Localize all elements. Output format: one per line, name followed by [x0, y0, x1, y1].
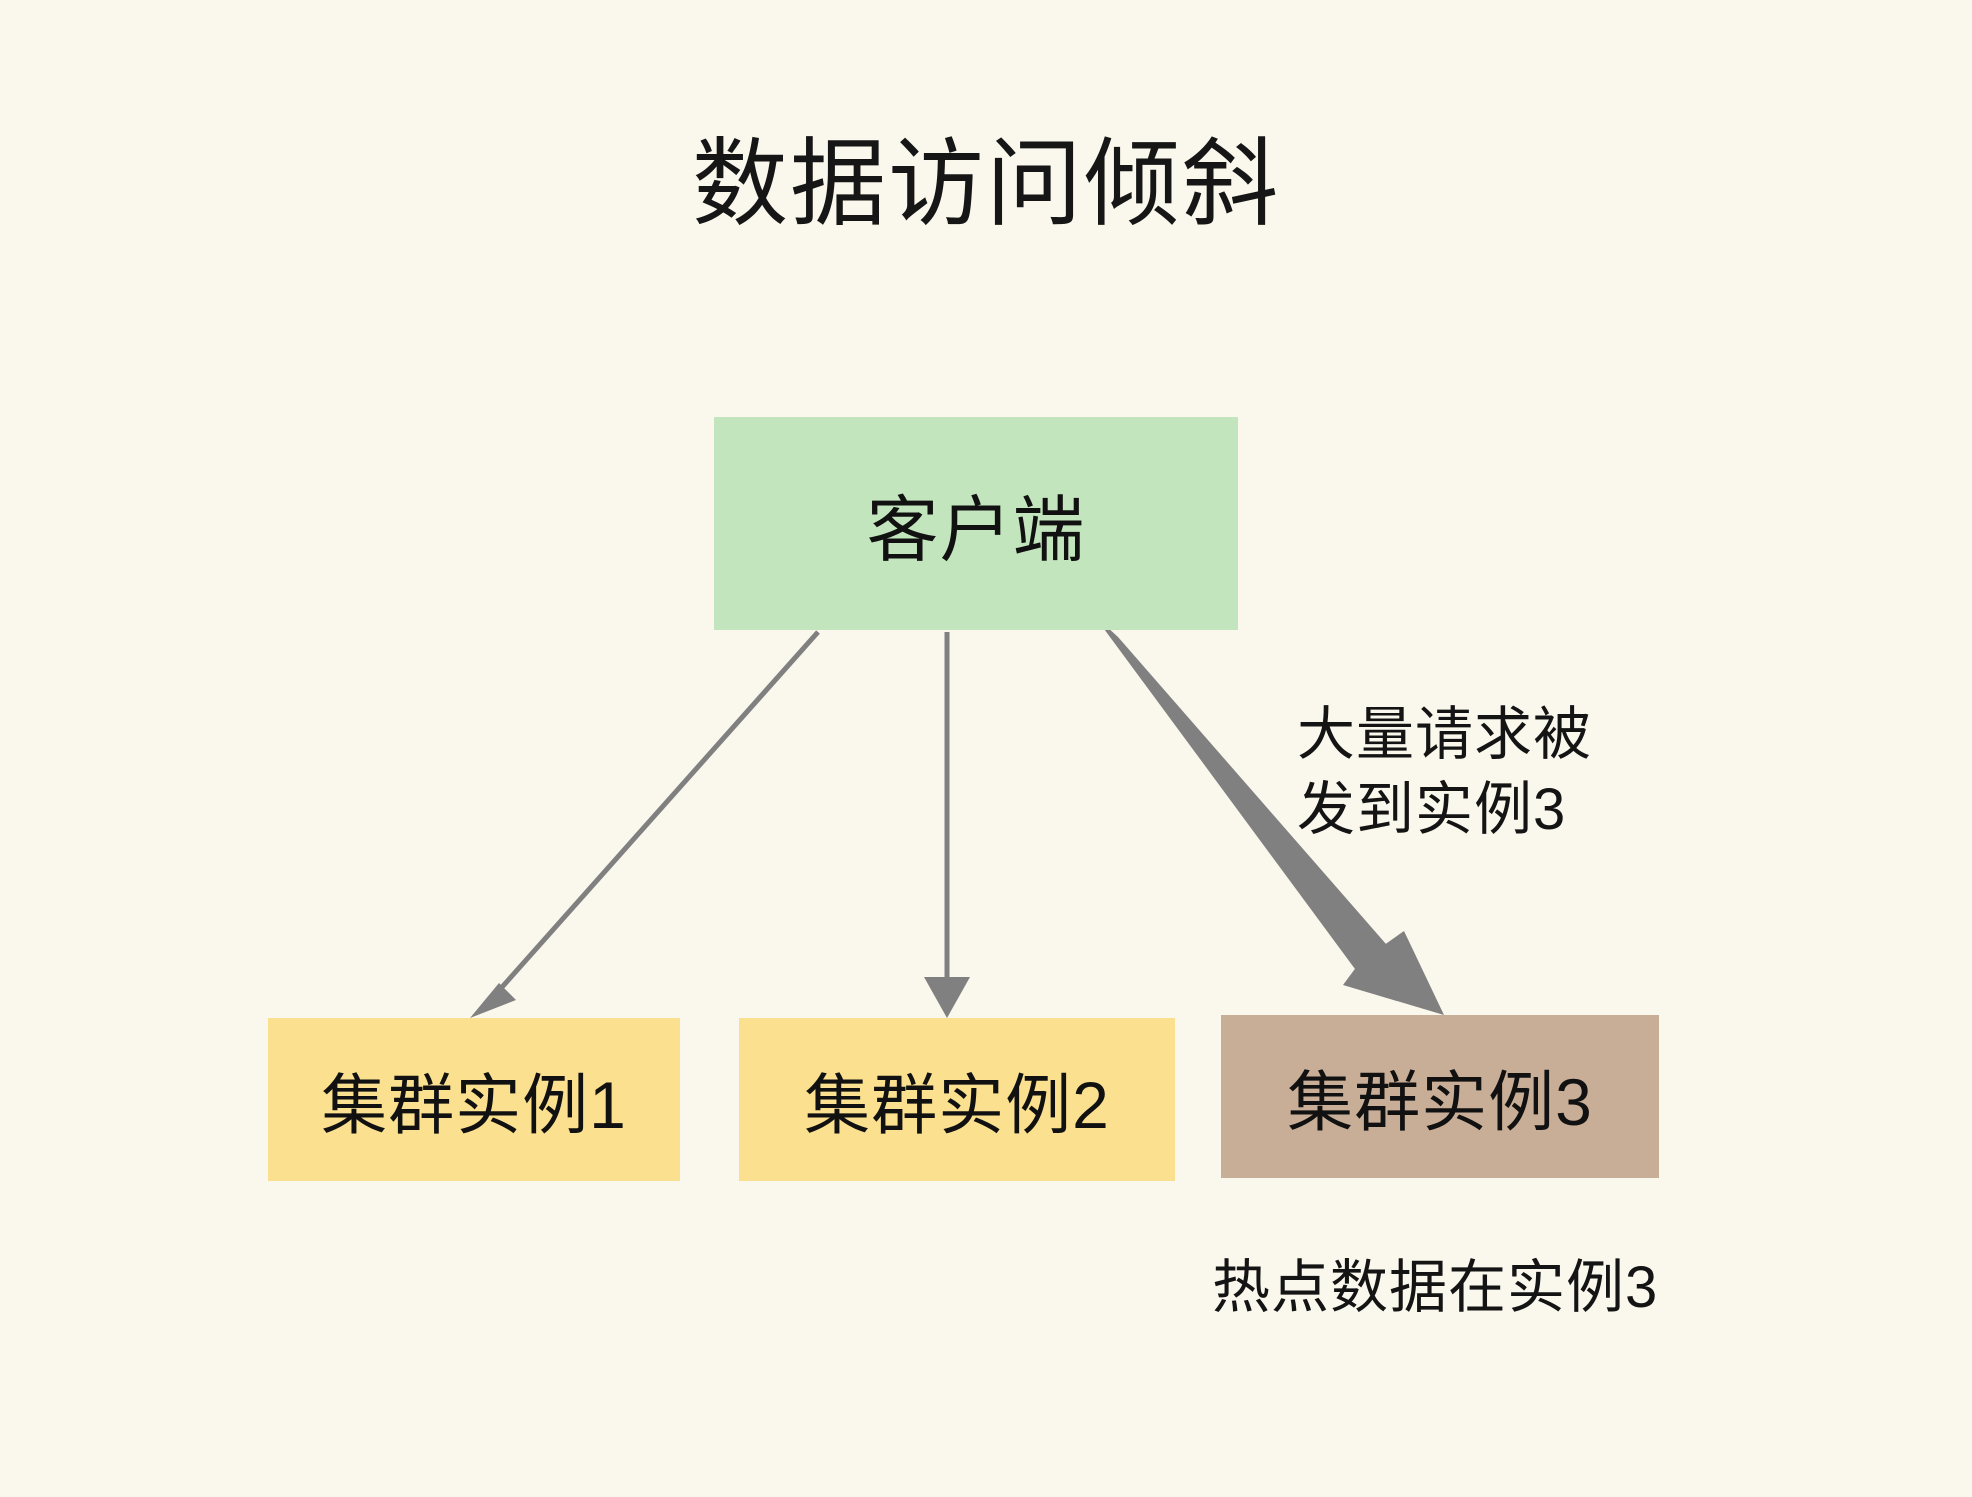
edge-label-heavy-traffic: 大量请求被 发到实例3 — [1297, 702, 1593, 843]
node-instance-2-label: 集群实例2 — [804, 1067, 1110, 1142]
arrow-client-to-instance1 — [470, 630, 820, 1018]
node-instance-1[interactable]: 集群实例1 — [268, 1018, 680, 1181]
page-title: 数据访问倾斜 — [692, 131, 1280, 238]
node-instance-3[interactable]: 集群实例3 — [1221, 1015, 1659, 1178]
arrow-client-to-instance2 — [924, 632, 970, 1018]
annotation-hotspot: 热点数据在实例3 — [1212, 1255, 1659, 1320]
node-instance-2[interactable]: 集群实例2 — [739, 1018, 1175, 1181]
node-client[interactable]: 客户端 — [714, 417, 1238, 630]
node-instance-1-label: 集群实例1 — [321, 1067, 627, 1142]
node-client-label: 客户端 — [866, 491, 1086, 571]
node-instance-3-label: 集群实例3 — [1287, 1064, 1593, 1139]
